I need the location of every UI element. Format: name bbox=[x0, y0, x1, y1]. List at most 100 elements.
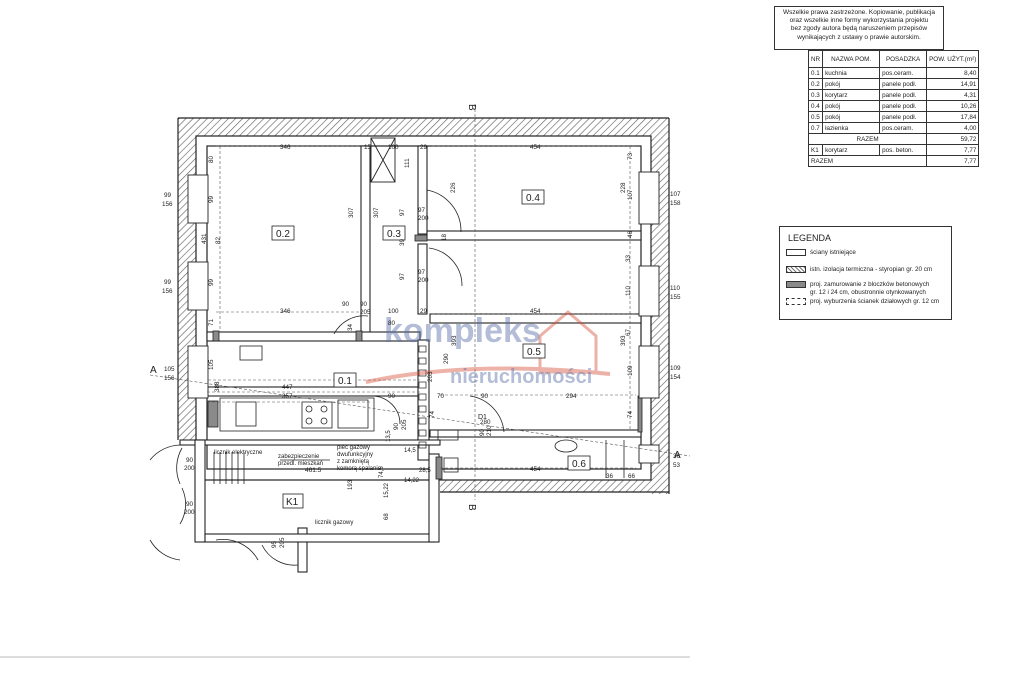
svg-text:13,5: 13,5 bbox=[386, 430, 392, 442]
svg-text:95: 95 bbox=[271, 540, 278, 548]
svg-text:156: 156 bbox=[162, 288, 173, 295]
svg-text:105: 105 bbox=[208, 359, 215, 370]
svg-text:licznik gazowy: licznik gazowy bbox=[315, 520, 353, 526]
svg-text:205: 205 bbox=[401, 419, 408, 430]
svg-text:307: 307 bbox=[373, 207, 380, 218]
svg-text:431: 431 bbox=[201, 233, 208, 244]
svg-text:90: 90 bbox=[186, 501, 194, 508]
svg-text:dwufunkcyjny: dwufunkcyjny bbox=[337, 452, 373, 458]
svg-text:226: 226 bbox=[450, 182, 457, 193]
svg-text:80: 80 bbox=[208, 155, 215, 163]
svg-text:53: 53 bbox=[673, 462, 681, 469]
svg-text:82: 82 bbox=[215, 236, 222, 244]
svg-text:B: B bbox=[466, 504, 477, 511]
svg-text:294: 294 bbox=[566, 393, 577, 400]
svg-text:280: 280 bbox=[480, 419, 491, 426]
svg-text:99: 99 bbox=[164, 279, 172, 286]
wall-swatch bbox=[786, 249, 806, 256]
svg-text:29: 29 bbox=[420, 144, 428, 151]
svg-text:200: 200 bbox=[184, 465, 195, 472]
svg-text:109: 109 bbox=[627, 365, 634, 376]
copyright-line: oraz wszelkie inne formy wykorzystania p… bbox=[789, 17, 929, 25]
svg-text:99: 99 bbox=[208, 195, 215, 203]
svg-text:90: 90 bbox=[393, 422, 400, 430]
svg-text:205: 205 bbox=[360, 309, 371, 316]
svg-text:73: 73 bbox=[627, 152, 634, 160]
svg-text:388: 388 bbox=[214, 381, 221, 392]
block-infill bbox=[207, 234, 643, 480]
svg-text:z zamkniętą: z zamkniętą bbox=[337, 459, 370, 465]
svg-text:210: 210 bbox=[486, 425, 493, 436]
legend-title: LEGENDA bbox=[788, 233, 832, 243]
room-label: 0.2 bbox=[276, 229, 290, 240]
svg-text:B: B bbox=[466, 104, 477, 111]
svg-text:307: 307 bbox=[348, 207, 355, 218]
annotations: licznik elektryczne zabezpieczenie przed… bbox=[214, 430, 431, 526]
svg-text:67: 67 bbox=[625, 328, 632, 336]
block-swatch bbox=[786, 281, 806, 288]
svg-text:90: 90 bbox=[186, 457, 194, 464]
door-swings bbox=[149, 189, 505, 566]
svg-text:97: 97 bbox=[399, 208, 406, 216]
svg-text:158: 158 bbox=[670, 200, 681, 207]
svg-text:piec gazowy: piec gazowy bbox=[337, 445, 370, 451]
svg-text:A: A bbox=[674, 450, 681, 461]
svg-text:454: 454 bbox=[530, 308, 541, 315]
svg-text:105: 105 bbox=[164, 366, 175, 373]
room-label: 0.5 bbox=[527, 347, 541, 358]
svg-text:357: 357 bbox=[282, 393, 293, 400]
legend-box: LEGENDA ściany istniejące istn. izolacja… bbox=[779, 226, 952, 320]
dimension-lines bbox=[149, 104, 691, 500]
svg-text:228: 228 bbox=[620, 182, 627, 193]
room-labels: 0.2 0.3 0.4 0.5 0.1 0.6 K1 D1 bbox=[271, 189, 591, 509]
svg-text:447: 447 bbox=[282, 384, 293, 391]
svg-text:39: 39 bbox=[399, 238, 406, 246]
insulation-swatch bbox=[786, 266, 806, 273]
svg-text:przedl. mieszkań: przedl. mieszkań bbox=[278, 461, 323, 467]
svg-text:29: 29 bbox=[420, 308, 428, 315]
svg-text:156: 156 bbox=[162, 201, 173, 208]
svg-text:66: 66 bbox=[628, 473, 636, 480]
svg-text:komorą spalania: komorą spalania bbox=[337, 466, 382, 472]
svg-text:155: 155 bbox=[670, 294, 681, 301]
copyright-notice: Wszelkie prawa zastrzeżone. Kopiowanie, … bbox=[774, 6, 944, 50]
room-label: 0.1 bbox=[338, 376, 352, 387]
svg-text:154: 154 bbox=[670, 374, 681, 381]
dimension-values: 346 346 454 454 454 447 357 294 100 100 … bbox=[201, 144, 636, 480]
legend-item: proj. wyburzenia ścianek działowych gr. … bbox=[786, 298, 939, 306]
svg-text:90: 90 bbox=[388, 393, 396, 400]
svg-text:74: 74 bbox=[627, 410, 634, 418]
svg-text:36: 36 bbox=[606, 473, 614, 480]
watermark-text: kompleks bbox=[384, 312, 541, 350]
svg-text:74: 74 bbox=[429, 410, 436, 418]
bathroom-fixtures bbox=[437, 429, 625, 478]
svg-text:14,5: 14,5 bbox=[404, 448, 416, 454]
svg-text:99: 99 bbox=[208, 278, 215, 286]
svg-text:107: 107 bbox=[627, 189, 634, 200]
svg-text:100: 100 bbox=[388, 144, 399, 151]
svg-text:90: 90 bbox=[479, 428, 486, 436]
svg-text:200: 200 bbox=[418, 277, 429, 284]
svg-text:346: 346 bbox=[280, 144, 291, 151]
svg-text:97: 97 bbox=[418, 269, 426, 276]
svg-text:80: 80 bbox=[388, 320, 396, 327]
svg-text:203: 203 bbox=[427, 371, 434, 382]
room-label: 0.4 bbox=[526, 193, 540, 204]
svg-text:licznik elektryczne: licznik elektryczne bbox=[214, 450, 263, 456]
svg-text:156: 156 bbox=[164, 375, 175, 382]
kitchen-fixtures bbox=[219, 345, 375, 432]
svg-text:70: 70 bbox=[437, 393, 445, 400]
svg-text:110: 110 bbox=[625, 285, 632, 296]
svg-text:90: 90 bbox=[360, 301, 368, 308]
room-label: 0.6 bbox=[572, 459, 586, 470]
svg-text:74,5: 74,5 bbox=[379, 466, 385, 478]
copyright-line: wynikających z ustawy o prawie autorskim… bbox=[797, 33, 921, 41]
svg-text:393: 393 bbox=[620, 335, 627, 346]
svg-text:99: 99 bbox=[164, 192, 172, 199]
svg-text:200: 200 bbox=[418, 215, 429, 222]
